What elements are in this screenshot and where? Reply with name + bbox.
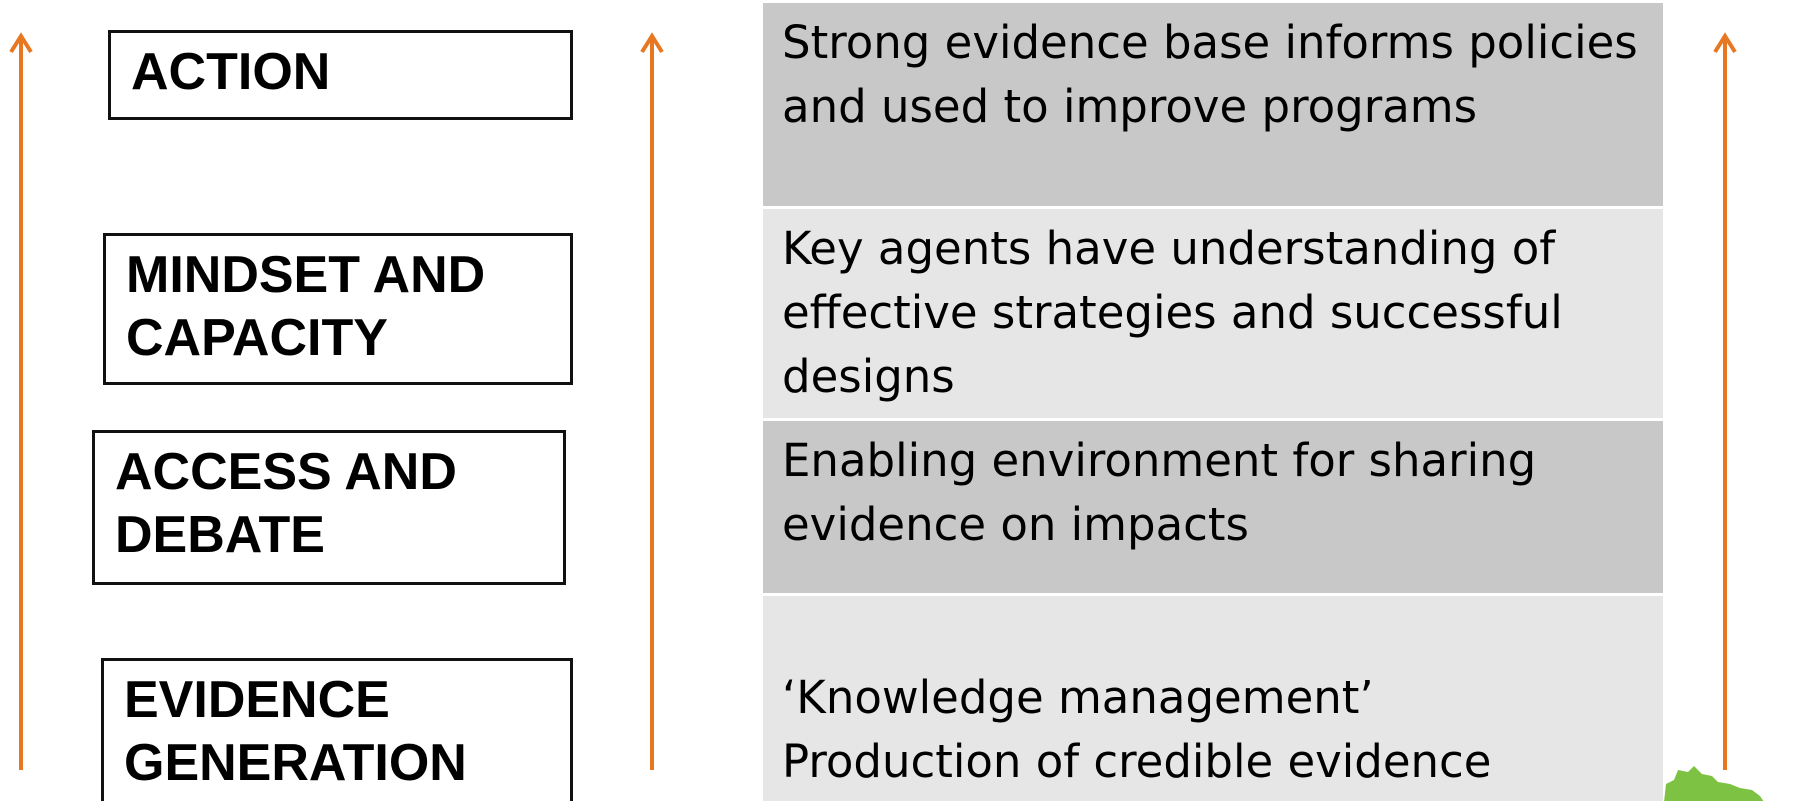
outcome-text-line: evidence on impacts [782,498,1249,551]
outcome-text-line: Enabling environment for sharing [782,434,1537,487]
outcome-text-line: and used to improve programs [782,80,1478,133]
middle-arrow-up-icon [640,32,664,770]
outcome-text-line: Strong evidence base informs policies [782,16,1638,69]
green-leaf-icon [1664,766,1764,801]
stage-box-evidence-generation: EVIDENCE GENERATION [101,658,573,801]
right-arrow-up-icon [1713,32,1737,770]
stage-box-access-debate: ACCESS AND DEBATE [92,430,566,585]
left-arrow-up-icon [9,32,33,770]
outcome-text-line: effective strategies and successful [782,286,1563,339]
outcome-panel-mindset-capacity: Key agents have understanding of effecti… [763,209,1663,418]
outcome-text-line: designs [782,350,955,403]
outcome-text-line: Production of credible evidence [782,735,1492,788]
outcome-panel-evidence-generation: ‘Knowledge management’ Production of cre… [763,596,1663,801]
outcome-panel-access-debate: Enabling environment for sharing evidenc… [763,421,1663,593]
outcome-text-line: Key agents have understanding of [782,222,1556,275]
stage-box-action: ACTION [108,30,573,120]
stage-box-mindset-capacity: MINDSET AND CAPACITY [103,233,573,385]
outcome-text-line: ‘Knowledge management’ [782,671,1374,724]
outcome-panel-action: Strong evidence base informs policies an… [763,3,1663,206]
